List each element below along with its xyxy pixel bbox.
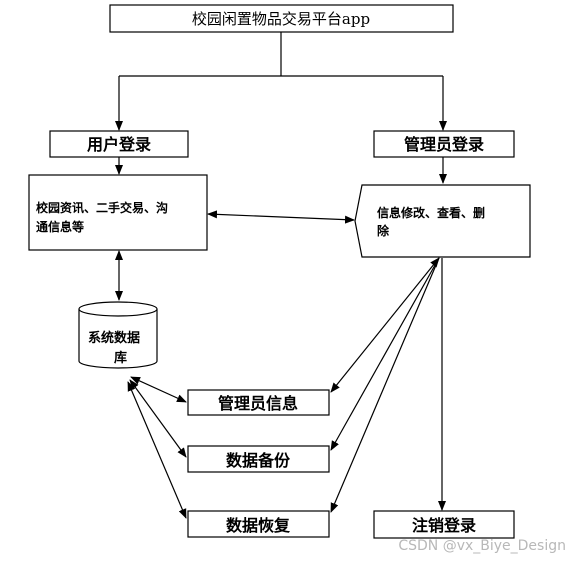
title-split-connector xyxy=(115,32,447,131)
database-line2: 库 xyxy=(114,350,127,366)
data-backup-text: 数据备份 xyxy=(226,451,291,470)
admin-info-text: 管理员信息 xyxy=(218,394,298,413)
user-login-text: 用户登录 xyxy=(87,135,151,154)
database-line1: 系统数据 xyxy=(88,330,140,346)
admin-info-node: 管理员信息 xyxy=(187,389,330,416)
title-node: 校园闲置物品交易平台app xyxy=(109,4,454,33)
admin-login-node: 管理员登录 xyxy=(373,130,515,158)
admin-connectors xyxy=(330,257,446,513)
arrow-user-admin-exchange xyxy=(207,210,355,224)
user-features-line2: 通信息等 xyxy=(36,219,84,234)
admin-login-text: 管理员登录 xyxy=(404,135,484,154)
logout-node: 注销登录 xyxy=(373,510,515,539)
admin-features-line2: 除 xyxy=(377,223,390,238)
user-features-line1: 校园资讯、二手交易、沟 xyxy=(36,200,168,215)
database-connectors xyxy=(127,376,187,519)
admin-features-line1: 信息修改、查看、删 xyxy=(377,205,485,220)
admin-features-node: 信息修改、查看、删 除 xyxy=(354,184,531,258)
user-login-node: 用户登录 xyxy=(49,130,189,158)
data-restore-text: 数据恢复 xyxy=(226,516,291,535)
data-restore-node: 数据恢复 xyxy=(187,510,330,538)
database-node: 系统数据 库 xyxy=(78,301,158,369)
logout-text: 注销登录 xyxy=(412,516,476,535)
data-backup-node: 数据备份 xyxy=(187,445,330,473)
watermark-text: CSDN @vx_Biye_Design xyxy=(398,538,566,554)
title-text: 校园闲置物品交易平台app xyxy=(192,10,370,28)
user-features-node: 校园资讯、二手交易、沟 通信息等 xyxy=(28,174,208,251)
